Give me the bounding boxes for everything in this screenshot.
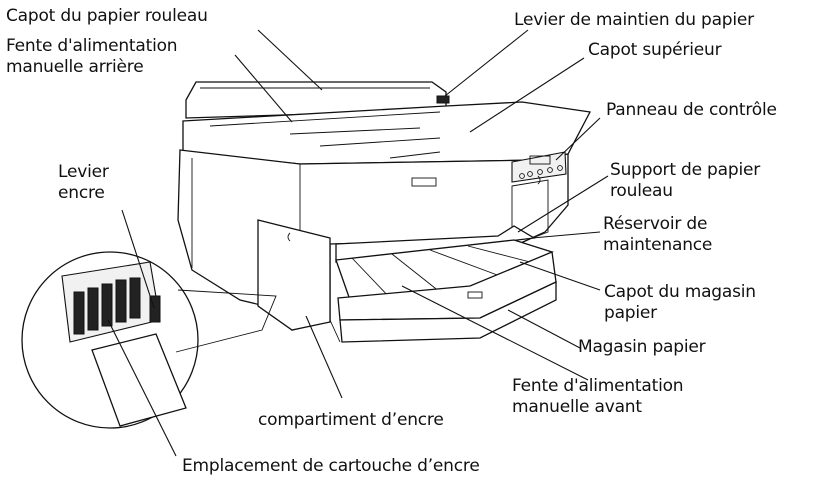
label-paper-cassette-cover: Capot du magasin papier [604,282,756,324]
ink-lever [149,295,161,323]
label-front-manual-feed: Fente d'alimentation manuelle avant [512,376,684,418]
label-paper-cassette-cover-line1: Capot du magasin [604,282,756,302]
label-roll-paper-cover: Capot du papier rouleau [6,6,208,26]
label-top-cover: Capot supérieur [588,40,722,60]
paper-cassette [339,280,557,343]
label-ink-compartment: compartiment d’encre [258,410,444,430]
label-paper-cassette: Magasin papier [578,337,706,357]
label-control-panel: Panneau de contrôle [606,100,777,120]
label-ink-cartridge-slot: Emplacement de cartouche d’encre [182,456,480,476]
paper-holding-lever [436,95,450,104]
label-ink-lever-line1: Levier [58,162,109,182]
label-maintenance-tank: Réservoir de maintenance [603,214,712,256]
label-rear-manual-feed-line2: manuelle arrière [6,57,144,77]
ink-door-open [91,333,187,427]
label-paper-holding-lever: Levier de maintien du papier [514,10,754,30]
roll-paper-cover [185,81,447,119]
label-front-manual-feed-line2: manuelle avant [512,397,642,417]
label-maintenance-tank-line2: maintenance [603,235,713,255]
control-panel [511,151,567,183]
label-rear-manual-feed: Fente d'alimentation manuelle arrière [6,36,178,78]
label-roll-paper-support-line2: rouleau [610,181,673,201]
label-paper-cassette-cover-line2: papier [604,303,657,323]
maintenance-tank [511,179,549,247]
label-roll-paper-support: Support de papier rouleau [610,160,760,202]
label-front-manual-feed-line1: Fente d'alimentation [512,376,684,396]
label-ink-lever-line2: encre [58,183,105,203]
label-maintenance-tank-line1: Réservoir de [603,214,708,234]
label-ink-lever: Levier encre [58,162,109,204]
label-roll-paper-support-line1: Support de papier [610,160,761,180]
ink-compartment-door [257,219,331,331]
roll-paper-support [335,225,536,263]
label-rear-manual-feed-line1: Fente d'alimentation [6,36,178,56]
